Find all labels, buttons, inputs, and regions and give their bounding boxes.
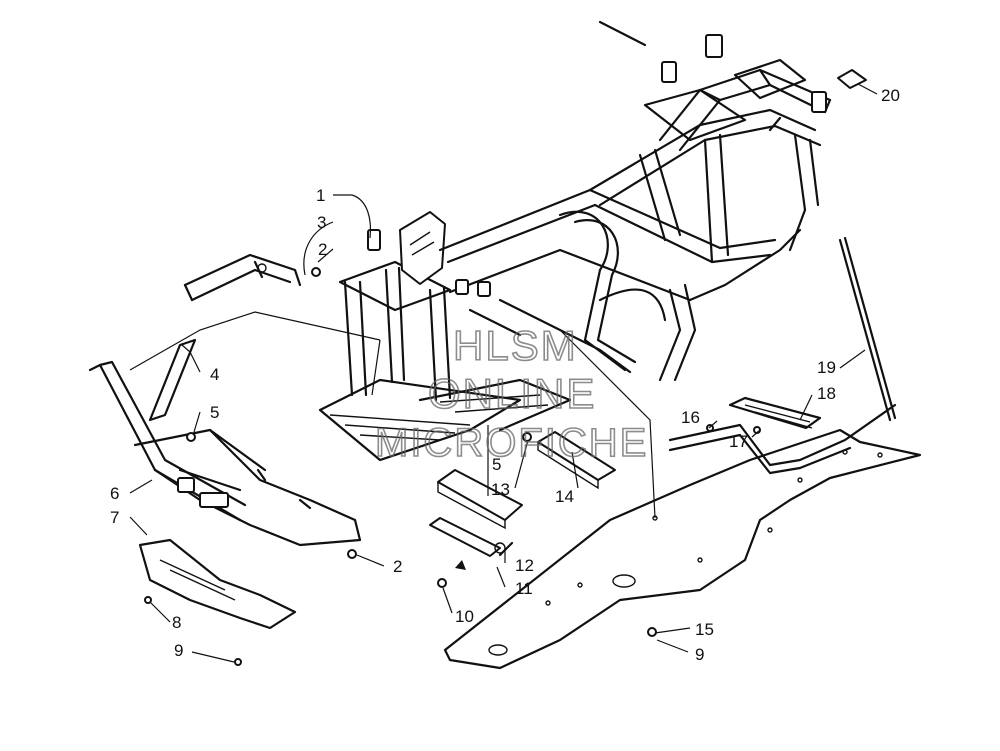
brace-11 (429, 517, 506, 557)
callout-17: 17 (729, 432, 748, 451)
skid-plate-main (443, 428, 922, 670)
callout-19: 19 (817, 358, 836, 377)
callout-1: 1 (316, 186, 325, 205)
callout-5-center: 5 (492, 455, 501, 474)
callout-2-lower: 2 (393, 557, 402, 576)
floor-brace-13 (437, 469, 523, 530)
callout-12: 12 (515, 556, 534, 575)
callout-6: 6 (110, 484, 119, 503)
callout-11: 11 (515, 579, 533, 598)
callout-5-left: 5 (210, 403, 219, 422)
callout-7: 7 (110, 508, 119, 527)
main-frame (318, 20, 832, 462)
callout-9-left: 9 (174, 641, 183, 660)
skid-plate-front (138, 538, 297, 630)
footrest-bracket (668, 396, 897, 475)
watermark: HLSM ONLINE MICROFICHE (374, 321, 648, 466)
cap-20 (837, 69, 867, 89)
callout-18: 18 (817, 384, 836, 403)
callout-15: 15 (695, 620, 714, 639)
floor-brace-14 (537, 431, 616, 490)
callout-2-upper: 2 (318, 240, 327, 259)
callout-4: 4 (210, 365, 219, 384)
callout-9-right: 9 (695, 645, 704, 664)
callout-8: 8 (172, 613, 181, 632)
hardware (144, 267, 761, 666)
callout-10: 10 (455, 607, 474, 626)
callout-13: 13 (491, 480, 510, 499)
callout-16: 16 (681, 408, 700, 427)
watermark-line-3: MICROFICHE (375, 421, 648, 465)
watermark-line-2: ONLINE (428, 370, 596, 417)
front-mount-bracket (148, 338, 197, 422)
watermark-line-1: HLSM (453, 322, 578, 369)
callout-labels: 1 2 3 4 5 5 6 7 8 9 2 10 11 12 13 14 15 … (110, 86, 900, 664)
rod-19 (838, 236, 897, 422)
front-brace (183, 253, 302, 302)
callout-3: 3 (317, 213, 326, 232)
callout-14: 14 (555, 487, 574, 506)
front-bumper (88, 360, 362, 547)
callout-20: 20 (881, 86, 900, 105)
leader-lines (129, 83, 878, 663)
